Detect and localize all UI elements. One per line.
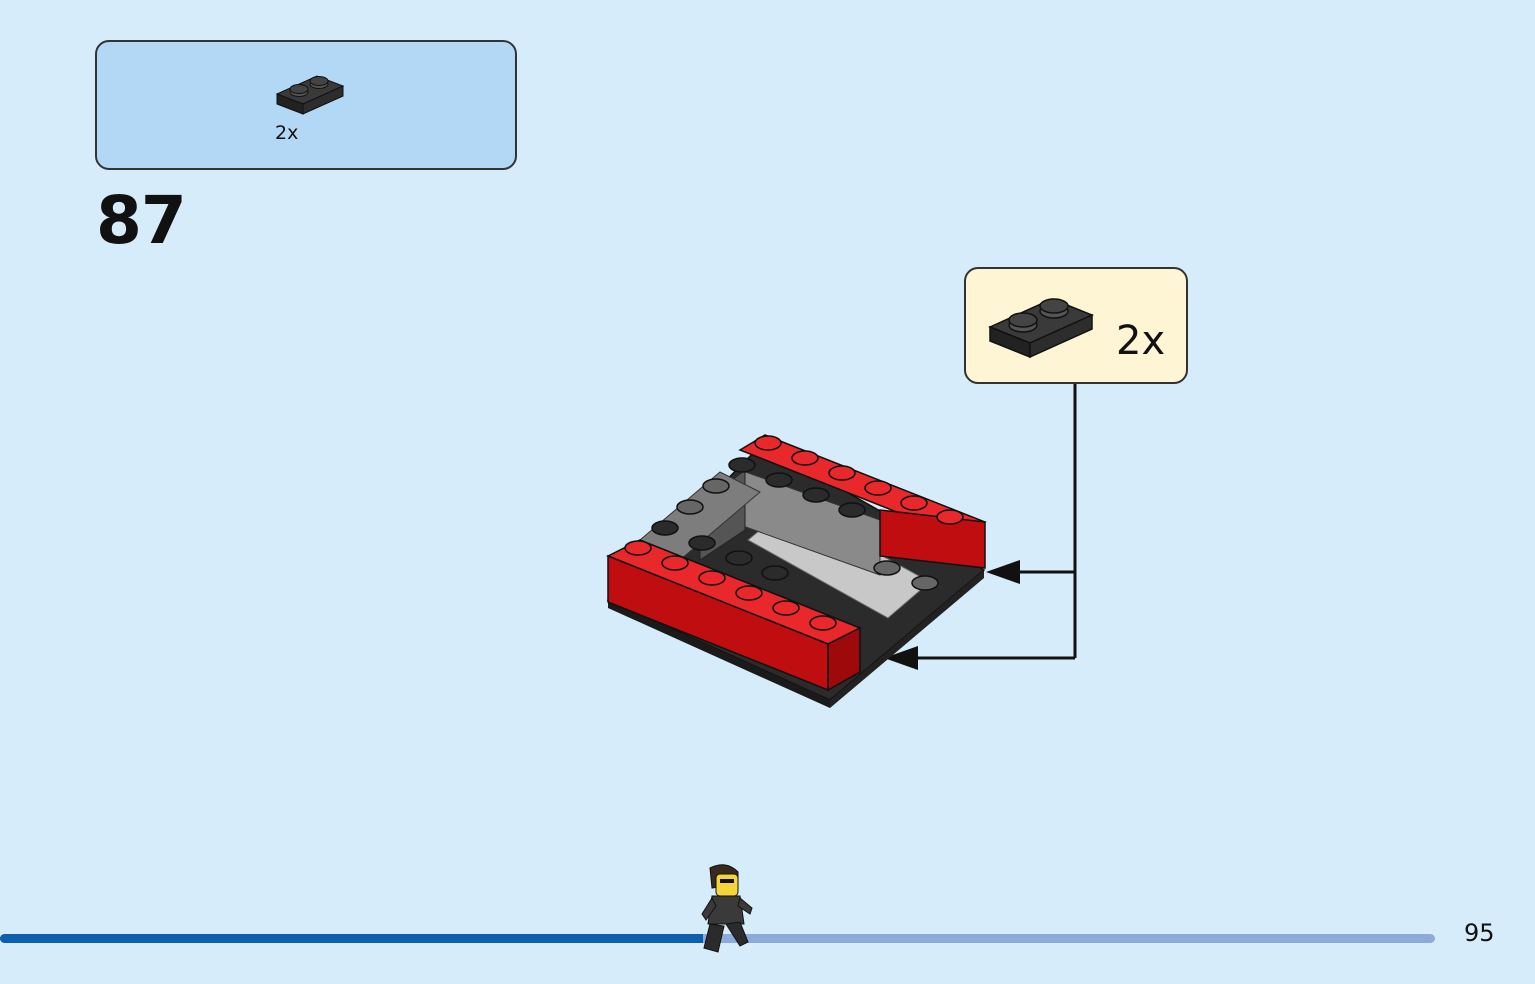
parts-quantity: 2x [275, 122, 299, 144]
page-number: 95 [1464, 919, 1495, 947]
callout-quantity: 2x [1116, 318, 1166, 364]
parts-list-box: 2x [95, 40, 517, 170]
grey-studs [676, 478, 939, 591]
arrow-lower-icon [884, 646, 918, 670]
red-studs-front [624, 540, 837, 631]
arrow-upper-icon [986, 560, 1020, 584]
progress-bar-fill [0, 934, 704, 943]
red-studs-back [754, 435, 964, 525]
minifigure-progress-icon [701, 864, 753, 953]
callout-box: 2x [964, 267, 1188, 384]
black-plate-1x2-icon [275, 75, 345, 115]
step-number: 87 [96, 182, 187, 259]
black-plate-1x2-icon [988, 298, 1094, 359]
black-studs [651, 457, 866, 581]
